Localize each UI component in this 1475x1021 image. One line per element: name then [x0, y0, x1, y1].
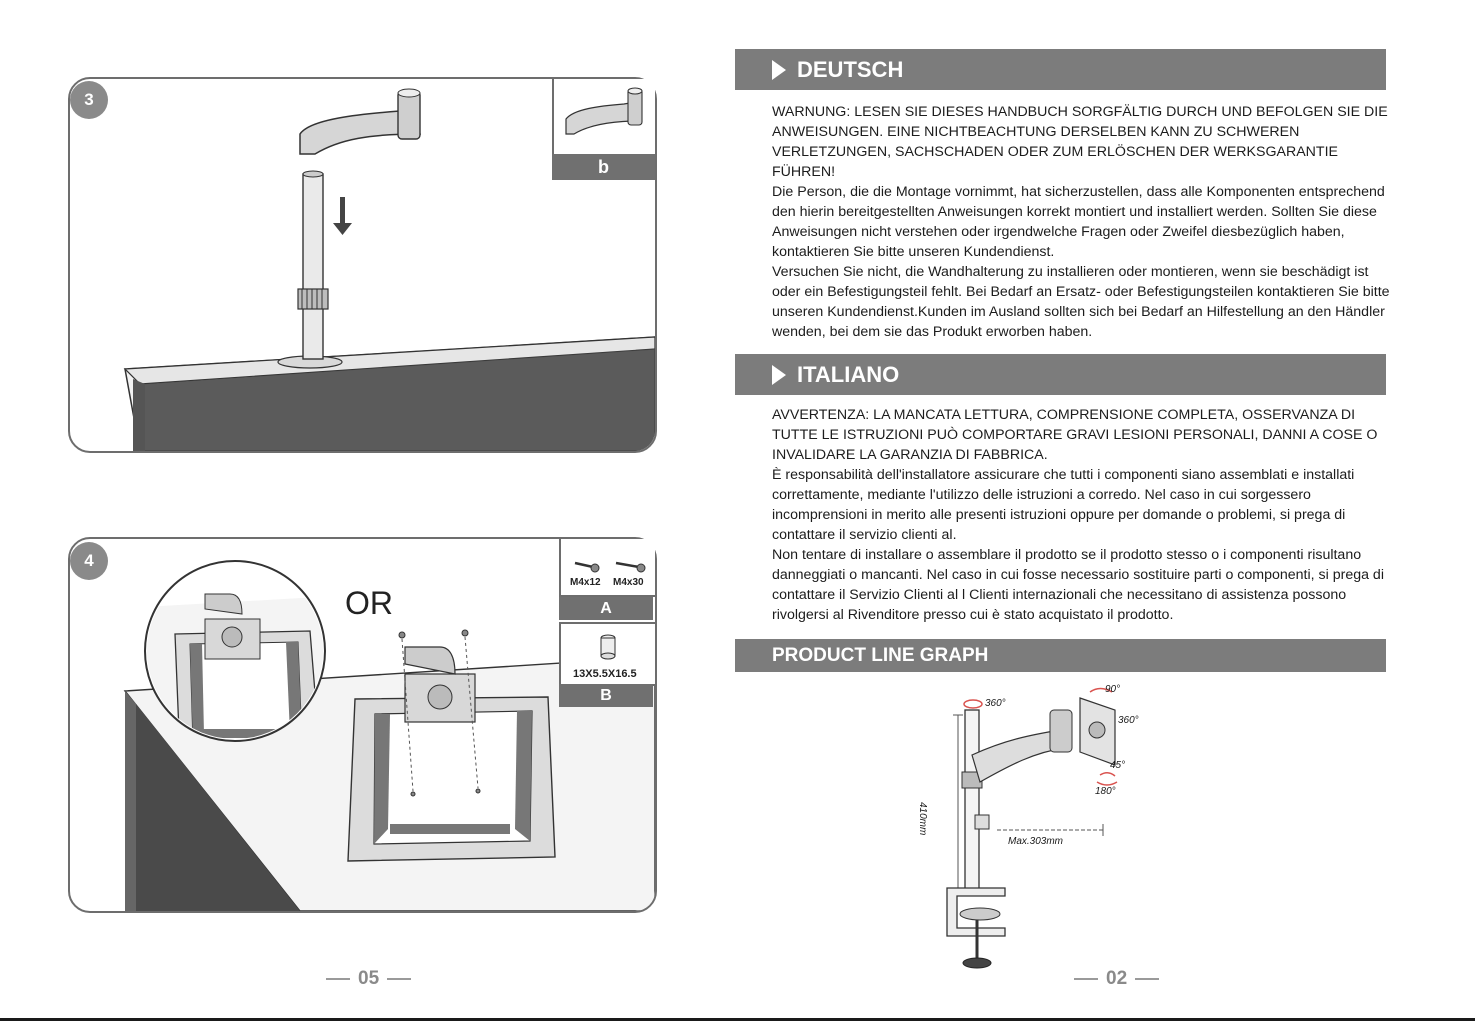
- or-text: OR: [345, 585, 393, 621]
- italiano-paragraph-2: Non tentare di installare o assemblare i…: [772, 547, 1384, 623]
- triangle-icon: [772, 60, 786, 80]
- italiano-text: AVVERTENZA: LA MANCATA LETTURA, COMPRENS…: [772, 405, 1396, 625]
- bottom-rule: [0, 1018, 1475, 1021]
- screw-label-m4x12: M4x12: [570, 577, 601, 588]
- arm-detail-illustration: [565, 87, 643, 135]
- page-number-left: 05: [318, 968, 419, 990]
- section-header-deutsch: DEUTSCH: [735, 49, 1386, 90]
- label-tilt: 90°: [1105, 684, 1121, 695]
- spacer-label: 13X5.5X16.5: [573, 668, 637, 680]
- step3-badge: 3: [70, 81, 108, 119]
- step4-illustration: [123, 560, 655, 911]
- product-line-graph: 360° 90° 360° 45° 180° 410mm Max.303mm: [917, 680, 1155, 980]
- hardware-label-b: B: [559, 684, 653, 707]
- label-swivel-45: 45°: [1110, 760, 1126, 771]
- detail-label-b: b: [552, 154, 655, 180]
- triangle-icon: [772, 365, 786, 385]
- section-header-italiano: ITALIANO: [735, 354, 1386, 395]
- hardware-label-a: A: [559, 597, 653, 620]
- screws-box: M4x12 M4x30: [559, 539, 655, 597]
- label-rotation-plate: 360°: [1118, 715, 1139, 726]
- step3-detail-box: [552, 79, 655, 156]
- step4-badge: 4: [70, 542, 108, 580]
- monitor-arm-diagram: [946, 687, 1118, 969]
- screw-label-m4x30: M4x30: [613, 577, 644, 588]
- italiano-paragraph-1: È responsabilità dell'installatore assic…: [772, 467, 1355, 543]
- label-reach: Max.303mm: [1008, 836, 1064, 847]
- step4-panel: 4: [68, 537, 657, 913]
- deutsch-paragraph-2: Versuchen Sie nicht, die Wandhalterung z…: [772, 264, 1390, 340]
- label-rotation-top: 360°: [985, 698, 1006, 709]
- section-header-product-line-graph: PRODUCT LINE GRAPH: [735, 639, 1386, 672]
- deutsch-text: WARNUNG: LESEN SIE DIESES HANDBUCH SORGF…: [772, 102, 1396, 342]
- label-height: 410mm: [917, 802, 928, 836]
- deutsch-warning: WARNUNG: LESEN SIE DIESES HANDBUCH SORGF…: [772, 104, 1388, 180]
- screw-icon: [574, 561, 646, 573]
- spacer-box: 13X5.5X16.5: [559, 622, 655, 686]
- label-swivel-180: 180°: [1095, 786, 1116, 797]
- step3-illustration: [123, 88, 655, 451]
- spacer-icon: [600, 634, 616, 660]
- deutsch-paragraph-1: Die Person, die die Montage vornimmt, ha…: [772, 184, 1385, 260]
- italiano-warning: AVVERTENZA: LA MANCATA LETTURA, COMPRENS…: [772, 407, 1378, 463]
- page-number-right: 02: [1066, 968, 1167, 990]
